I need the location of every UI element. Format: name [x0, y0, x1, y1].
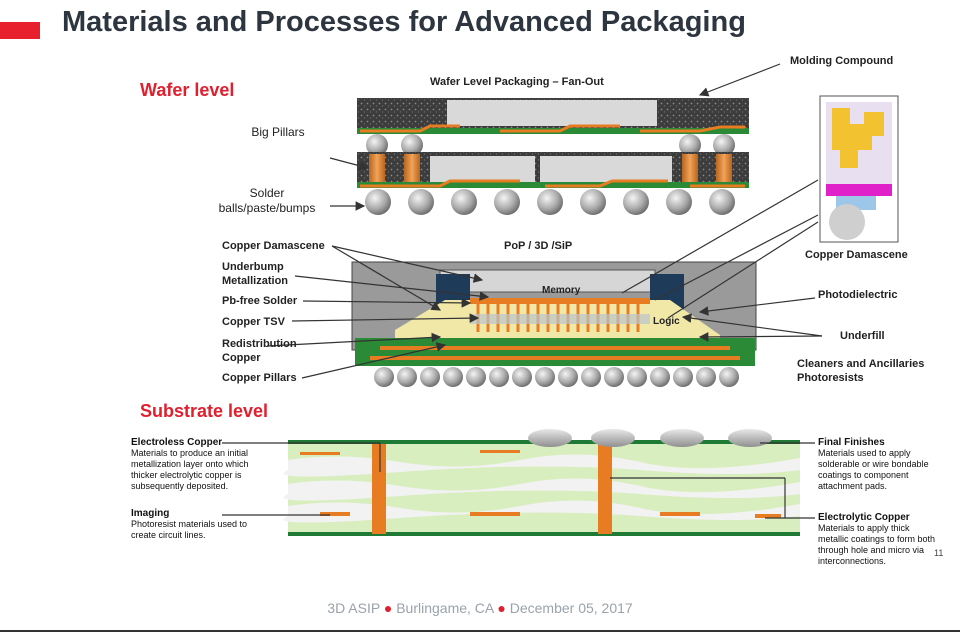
final-finish-bumps [528, 429, 772, 447]
imaging-desc: Photoresist materials used to create cir… [131, 519, 248, 540]
final-title: Final Finishes [818, 437, 885, 448]
big-pillars-graphic [369, 154, 732, 184]
electrolytic-desc: Materials to apply thick metallic coatin… [818, 523, 936, 566]
label-cleaners-line1: Cleaners and Ancillaries [797, 358, 925, 370]
callout-final-finishes: Final Finishes Materials used to apply s… [818, 437, 946, 492]
bottom-divider [0, 630, 960, 632]
page-title: Materials and Processes for Advanced Pac… [62, 6, 746, 38]
label-molding-compound: Molding Compound [790, 55, 894, 67]
pop-package [351, 261, 757, 387]
fan-out-package [357, 98, 749, 215]
callout-electrolytic-copper: Electrolytic Copper Materials to apply t… [818, 512, 940, 567]
pop-substrate [355, 338, 755, 366]
label-copper-tsv: Copper TSV [222, 316, 285, 328]
label-memory: Memory [542, 285, 581, 296]
footer-date: December 05, 2017 [509, 600, 633, 616]
pop-solder-balls [374, 367, 739, 387]
final-desc: Materials used to apply solderable or wi… [818, 448, 929, 491]
pop-header: PoP / 3D /SiP [504, 240, 573, 252]
footer-location: Burlingame, CA [396, 600, 494, 616]
label-redistribution-line2: Copper [222, 352, 261, 364]
imaging-title: Imaging [131, 508, 170, 519]
label-copper-damascene-left: Copper Damascene [222, 240, 325, 252]
copper-damascene-inset [819, 95, 899, 243]
label-photodielectric: Photodielectric [818, 289, 898, 301]
footer-event: 3D ASIP [327, 600, 380, 616]
fan-out-header: Wafer Level Packaging – Fan-Out [430, 76, 604, 88]
label-redistribution-line1: Redistribution [222, 338, 297, 350]
leader-lines [222, 63, 823, 519]
page-number: 11 [934, 548, 944, 558]
accent-bar [0, 22, 40, 39]
label-underfill: Underfill [840, 330, 885, 342]
copper-vias [300, 444, 781, 534]
label-ubm-line1: Underbump [222, 261, 284, 273]
footer: 3D ASIP ● Burlingame, CA ● December 05, … [0, 600, 960, 616]
label-ubm-line2: Metallization [222, 275, 289, 287]
interposer-balls [366, 134, 735, 156]
label-solder-line2: balls/paste/bumps [218, 201, 316, 215]
label-big-pillars: Big Pillars [251, 125, 305, 139]
label-pb-free-solder: Pb-free Solder [222, 295, 298, 307]
section-wafer-level: Wafer level [140, 80, 235, 100]
label-copper-damascene-right: Copper Damascene [805, 249, 908, 261]
die-bottom-right [540, 156, 672, 182]
solder-balls-graphic [365, 189, 735, 215]
electrolytic-title: Electrolytic Copper [818, 512, 910, 523]
footer-separator-1: ● [383, 600, 393, 616]
substrate-cross-section [283, 429, 800, 536]
callout-imaging: Imaging Photoresist materials used to cr… [131, 508, 256, 541]
label-logic: Logic [653, 316, 680, 327]
die-top [447, 100, 657, 126]
label-solder-line1: Solder [249, 186, 285, 200]
label-copper-pillars: Copper Pillars [222, 372, 297, 384]
label-cleaners-line2: Photoresists [797, 372, 864, 384]
die-bottom-left [430, 156, 535, 182]
callout-electroless-copper: Electroless Copper Materials to produce … [131, 437, 261, 492]
logic-die [470, 314, 650, 324]
electroless-desc: Materials to produce an initial metalliz… [131, 448, 249, 491]
section-substrate-level: Substrate level [140, 401, 269, 421]
footer-separator-2: ● [497, 600, 506, 616]
electroless-title: Electroless Copper [131, 437, 223, 448]
